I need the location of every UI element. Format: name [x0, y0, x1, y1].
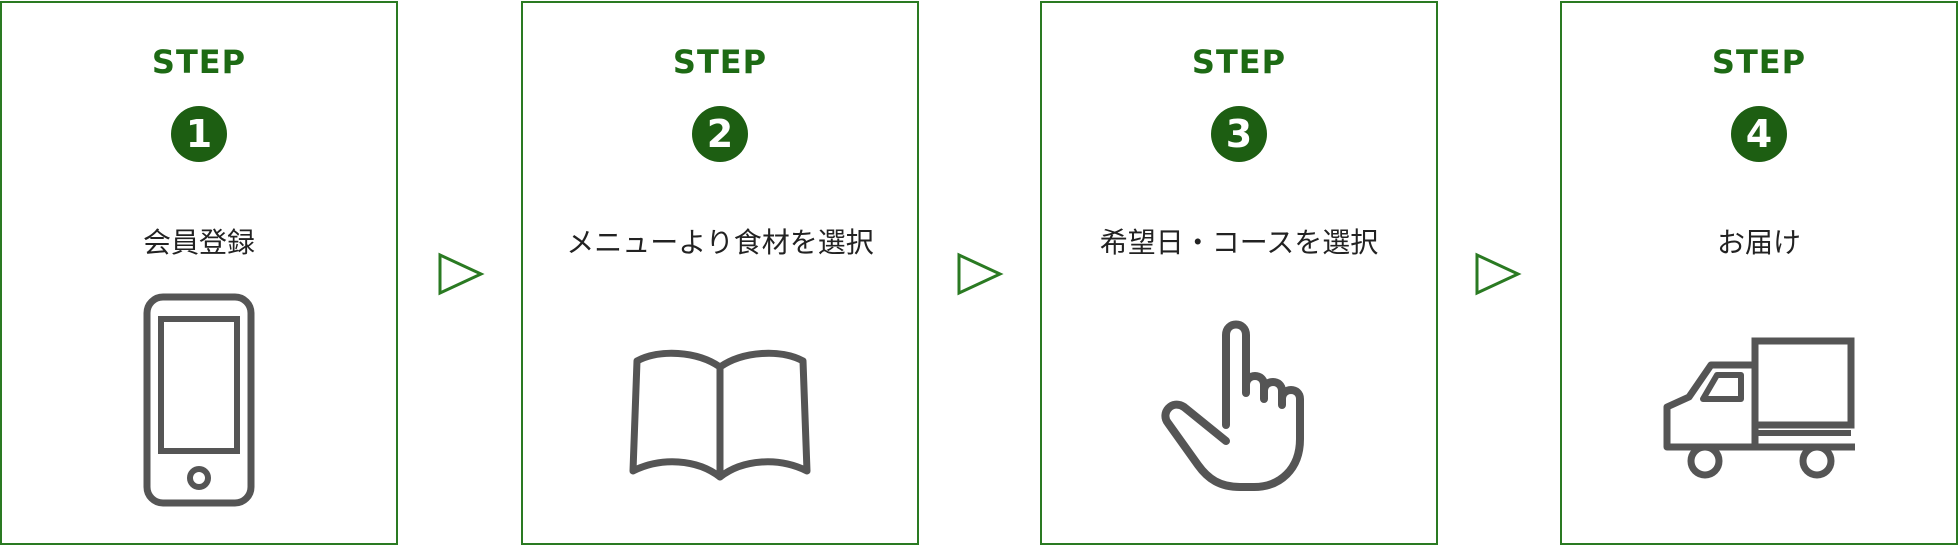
- step-label: STEP: [672, 43, 768, 81]
- step-number-badge: 4: [1731, 106, 1787, 162]
- step-card-1: STEP 1 会員登録: [0, 1, 398, 545]
- next-arrow-icon: [957, 252, 1004, 296]
- step-label: STEP: [1711, 43, 1807, 81]
- step-title: お届け: [1716, 226, 1801, 259]
- step-number-badge: 1: [171, 106, 227, 162]
- pointing-hand-icon: [1042, 293, 1436, 523]
- open-book-icon: [523, 293, 917, 523]
- step-card-2: STEP 2 メニューより食材を選択: [521, 1, 919, 545]
- step-label: STEP: [151, 43, 247, 81]
- step-title: 会員登録: [142, 226, 255, 259]
- step-card-4: STEP 4 お届け: [1560, 1, 1958, 545]
- delivery-truck-icon: [1562, 293, 1956, 523]
- step-label: STEP: [1191, 43, 1287, 81]
- step-number-badge: 3: [1211, 106, 1267, 162]
- step-title: メニューより食材を選択: [566, 226, 874, 259]
- step-title: 希望日・コースを選択: [1099, 226, 1379, 259]
- next-arrow-icon: [438, 252, 485, 296]
- next-arrow-icon: [1475, 252, 1522, 296]
- smartphone-icon: [2, 293, 396, 523]
- step-card-3: STEP 3 希望日・コースを選択: [1040, 1, 1438, 545]
- step-number-badge: 2: [692, 106, 748, 162]
